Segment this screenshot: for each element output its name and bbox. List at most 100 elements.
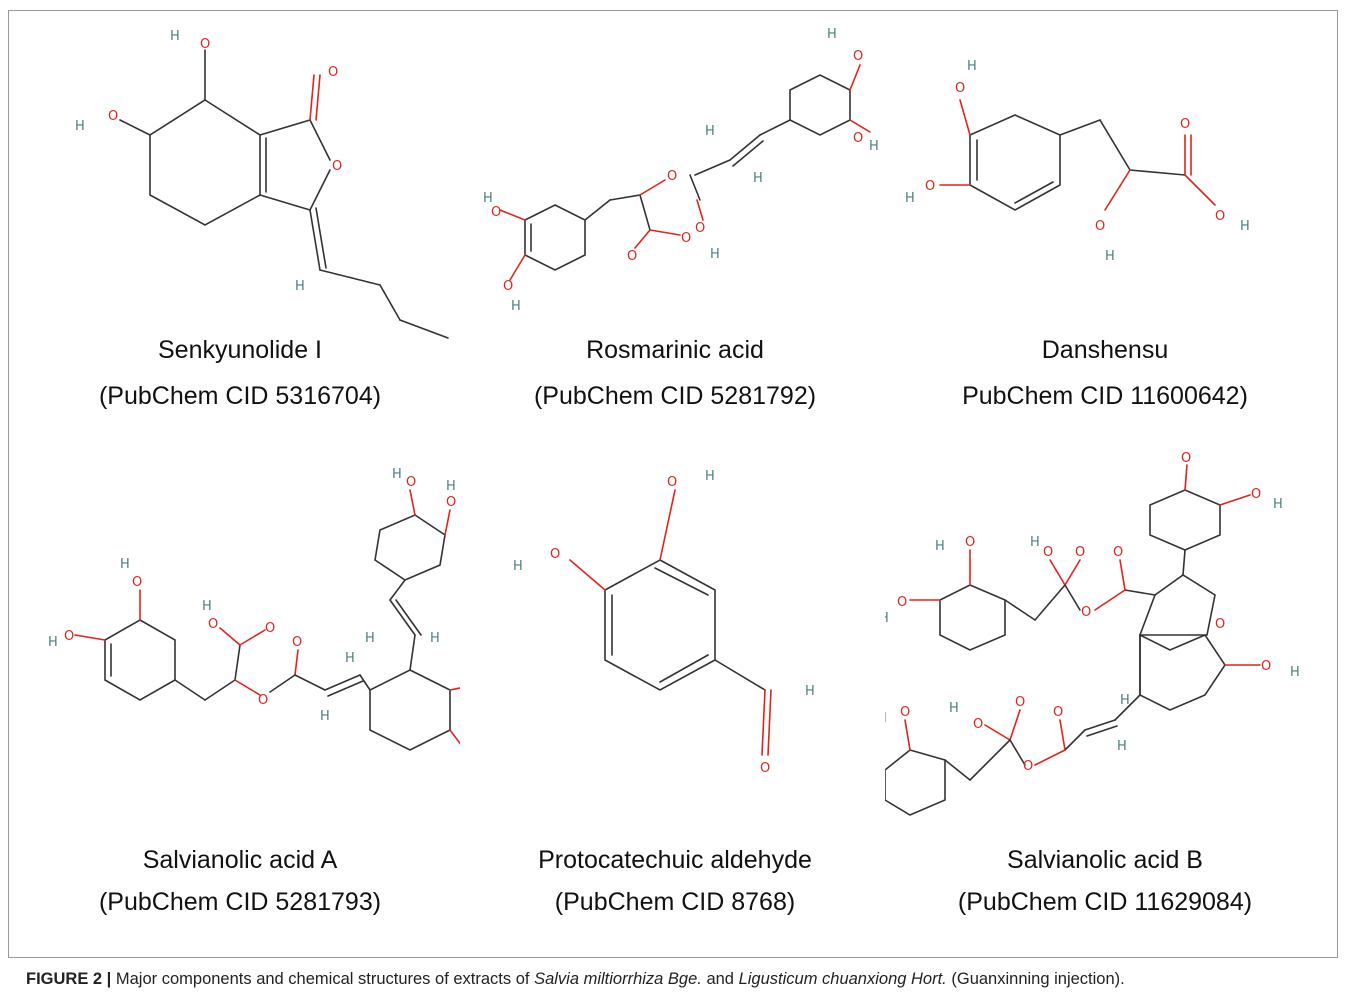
caption-text: and	[701, 970, 739, 988]
compound-cid: (PubChem CID 5281792)	[533, 382, 817, 410]
compound-cid: (PubChem CID 11629084)	[957, 888, 1253, 916]
compound-name: Danshensu	[1041, 336, 1169, 364]
atom-label: O	[265, 621, 275, 636]
structure-salvianolic-acid-a: O H O H O O H O O H H H H O H O H O O	[20, 450, 460, 840]
compound-name: Salvianolic acid B	[1007, 846, 1203, 874]
panel-danshensu: O O H O H O H O H Danshensu PubChem CID …	[885, 20, 1325, 420]
atom-label: H	[202, 599, 212, 614]
caption-text: (Guanxinning injection).	[946, 970, 1125, 988]
atom-label: H	[885, 711, 887, 726]
compound-cid: (PubChem CID 5281793)	[98, 888, 382, 916]
atom-label: O	[1180, 117, 1190, 132]
atom-label: O	[208, 617, 218, 632]
atom-label: O	[1215, 209, 1225, 224]
atom-label: O	[1113, 545, 1123, 560]
atom-label: O	[292, 635, 302, 650]
atom-label: O	[406, 475, 416, 490]
atom-label: H	[320, 709, 330, 724]
atom-label: O	[681, 231, 691, 246]
atom-label: O	[1081, 605, 1091, 620]
atom-label: H	[1105, 249, 1115, 264]
atom-label: O	[258, 693, 268, 708]
panel-salvianolic-acid-b: O H O H O H O O O O O H O H O H O O O O …	[885, 450, 1325, 940]
atom-label: H	[705, 124, 715, 139]
atom-label: H	[705, 469, 715, 484]
caption-label: FIGURE 2 |	[26, 970, 112, 988]
atom-label: O	[132, 575, 142, 590]
atom-label: O	[328, 65, 338, 80]
atom-label: O	[925, 179, 935, 194]
atom-label: H	[1117, 739, 1127, 754]
atom-label: H	[827, 27, 837, 42]
atom-label: O	[1015, 695, 1025, 710]
atom-label: O	[1075, 545, 1085, 560]
atom-label: H	[710, 247, 720, 262]
atom-label: O	[760, 761, 770, 776]
atom-label: O	[550, 547, 560, 562]
atom-label: H	[885, 611, 889, 626]
atom-label: O	[1215, 617, 1225, 632]
atom-label: H	[365, 631, 375, 646]
atom-label: O	[491, 205, 501, 220]
atom-label: O	[965, 535, 975, 550]
atom-label: H	[513, 559, 523, 574]
atom-label: H	[170, 29, 180, 44]
structure-protocatechuic-aldehyde: O H O H H O	[455, 450, 895, 840]
atom-label: H	[1240, 219, 1250, 234]
atom-label: O	[627, 249, 637, 264]
atom-label: H	[753, 171, 763, 186]
caption-species: Salvia miltiorrhiza Bge.	[534, 970, 702, 988]
atom-label: O	[853, 131, 863, 146]
atom-label: H	[430, 631, 440, 646]
caption-species: Ligusticum chuanxiong Hort.	[738, 970, 947, 988]
compound-name: Protocatechuic aldehyde	[538, 846, 812, 874]
atom-label: H	[75, 119, 85, 134]
atom-label: O	[955, 81, 965, 96]
compound-cid: PubChem CID 11600642)	[962, 382, 1248, 410]
atom-label: H	[1290, 665, 1300, 680]
atom-label: O	[1053, 705, 1063, 720]
atom-label: H	[1165, 450, 1175, 452]
compound-name: Senkyunolide I	[157, 336, 322, 364]
atom-label: O	[200, 37, 210, 52]
atom-label: O	[897, 595, 907, 610]
atom-label: H	[1273, 497, 1283, 512]
atom-label: H	[1030, 535, 1040, 550]
atom-label: O	[695, 221, 705, 236]
panel-protocatechuic-aldehyde: O H O H H O Protocatechuic aldehyde (Pub…	[455, 450, 895, 940]
panel-rosmarinic-acid: O O O O H O H O H O H O H H H Rosmarinic…	[455, 20, 895, 420]
atom-label: H	[120, 557, 130, 572]
atom-label: O	[446, 495, 456, 510]
panel-salvianolic-acid-a: O H O H O O H O O H H H H O H O H O O Sa…	[20, 450, 460, 940]
atom-label: H	[805, 684, 815, 699]
atom-label: H	[48, 635, 58, 650]
atom-label: O	[973, 717, 983, 732]
compound-name: Salvianolic acid A	[142, 846, 338, 874]
compound-cid: (PubChem CID 8768)	[554, 888, 796, 916]
atom-label: H	[392, 467, 402, 482]
atom-label: O	[108, 109, 118, 124]
atom-label: O	[1043, 545, 1053, 560]
atom-label: O	[332, 159, 342, 174]
caption-text: Major components and chemical structures…	[111, 970, 535, 988]
atom-label: H	[446, 479, 456, 494]
atom-label: H	[483, 191, 493, 206]
atom-label: H	[935, 539, 945, 554]
panel-senkyunolide-i: O O O H O H H Senkyunolide I (PubChem CI…	[20, 20, 460, 420]
atom-label: O	[1181, 451, 1191, 466]
atom-label: H	[345, 651, 355, 666]
atom-label: H	[967, 59, 977, 74]
structure-senkyunolide-i: O O O H O H H	[20, 20, 460, 340]
compound-cid: (PubChem CID 5316704)	[98, 382, 382, 410]
atom-label: H	[1120, 693, 1130, 708]
atom-label: O	[900, 705, 910, 720]
atom-label: O	[64, 629, 74, 644]
atom-label: O	[667, 475, 677, 490]
atom-label: H	[869, 139, 879, 154]
structure-salvianolic-acid-b: O H O H O H O O O O O H O H O H O O O O …	[885, 450, 1325, 840]
structure-rosmarinic-acid: O O O O H O H O H O H O H H H	[455, 20, 895, 340]
structure-danshensu: O O H O H O H O H	[885, 20, 1325, 340]
atom-label: O	[1023, 759, 1033, 774]
atom-label: H	[295, 279, 305, 294]
figure-caption: FIGURE 2 | Major components and chemical…	[26, 970, 1326, 989]
